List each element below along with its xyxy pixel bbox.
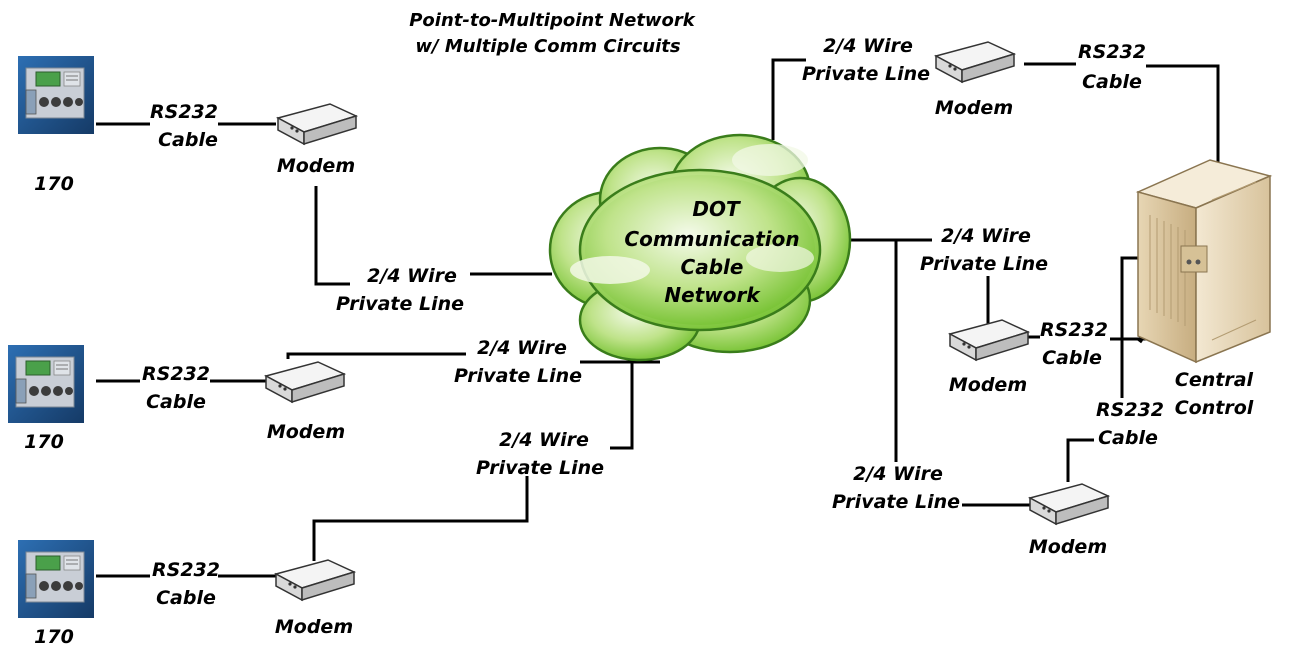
cloud-label-line4: Network xyxy=(664,283,761,307)
cloud-label-line3: Cable xyxy=(681,255,744,279)
modem-bottom-right-icon xyxy=(1029,483,1109,525)
wire-label-middle-right-line1: 2/4 Wire xyxy=(941,225,1031,247)
rs232-label-middle-right-line1: RS232 xyxy=(1040,319,1108,341)
central-control-server-icon xyxy=(1135,159,1273,364)
central-control-label-line2: Control xyxy=(1175,397,1254,419)
modem-left-bottom-icon xyxy=(275,559,355,601)
rs232-label-top-right-line2: Cable xyxy=(1082,71,1142,93)
modem-label-bottom-right: Modem xyxy=(1029,536,1107,558)
rs232-label-left-middle-line1: RS232 xyxy=(142,363,210,385)
rs232-label-middle-right-line2: Cable xyxy=(1042,347,1102,369)
modem-left-top-icon xyxy=(277,103,357,145)
modem-label-left-top: Modem xyxy=(277,155,355,177)
wire-label-left-bottom-line2: Private Line xyxy=(476,457,604,479)
controller-170-middle-icon xyxy=(7,344,85,424)
modem-label-left-middle: Modem xyxy=(267,421,345,443)
modem-middle-right-icon xyxy=(949,319,1029,361)
modem-label-middle-right: Modem xyxy=(949,374,1027,396)
central-control-label-line1: Central xyxy=(1175,369,1254,391)
wire-label-left-top-line1: 2/4 Wire xyxy=(367,265,457,287)
wire-label-left-middle-line1: 2/4 Wire xyxy=(477,337,567,359)
modem-top-right-icon xyxy=(935,41,1015,83)
rs232-label-top-right-line1: RS232 xyxy=(1078,41,1146,63)
wire-label-left-bottom-line1: 2/4 Wire xyxy=(499,429,589,451)
cloud-label-line1: DOT xyxy=(692,197,741,221)
controller-label-middle: 170 xyxy=(24,431,64,453)
rs232-label-left-bottom-line1: RS232 xyxy=(152,559,220,581)
wire-label-left-middle-line2: Private Line xyxy=(454,365,582,387)
dot-network-cloud-icon xyxy=(548,133,852,362)
wire-label-bottom-right-line2: Private Line xyxy=(832,491,960,513)
wire-label-top-right-line1: 2/4 Wire xyxy=(823,35,913,57)
connections xyxy=(96,58,1220,578)
rs232-label-left-top-line2: Cable xyxy=(158,129,218,151)
wire-label-bottom-right-line1: 2/4 Wire xyxy=(853,463,943,485)
controller-label-bottom: 170 xyxy=(34,626,74,648)
modem-left-middle-icon xyxy=(265,361,345,403)
rs232-label-left-bottom-line2: Cable xyxy=(156,587,216,609)
modem-label-top-right: Modem xyxy=(935,97,1013,119)
rs232-label-bottom-right-line2: Cable xyxy=(1098,427,1158,449)
controller-170-bottom-icon xyxy=(17,539,95,619)
modem-label-left-bottom: Modem xyxy=(275,616,353,638)
wire-label-left-top-line2: Private Line xyxy=(336,293,464,315)
diagram-title-line1: Point-to-Multipoint Network xyxy=(409,10,696,31)
diagram-title-line2: w/ Multiple Comm Circuits xyxy=(415,36,681,57)
rs232-label-bottom-right-line1: RS232 xyxy=(1096,399,1164,421)
cloud-label-line2: Communication xyxy=(624,227,799,251)
wire-label-top-right-line2: Private Line xyxy=(802,63,930,85)
rs232-label-left-middle-line2: Cable xyxy=(146,391,206,413)
rs232-label-left-top-line1: RS232 xyxy=(150,101,218,123)
controller-170-top-icon xyxy=(17,55,95,135)
wire-label-middle-right-line2: Private Line xyxy=(920,253,1048,275)
controller-label-top: 170 xyxy=(34,173,74,195)
